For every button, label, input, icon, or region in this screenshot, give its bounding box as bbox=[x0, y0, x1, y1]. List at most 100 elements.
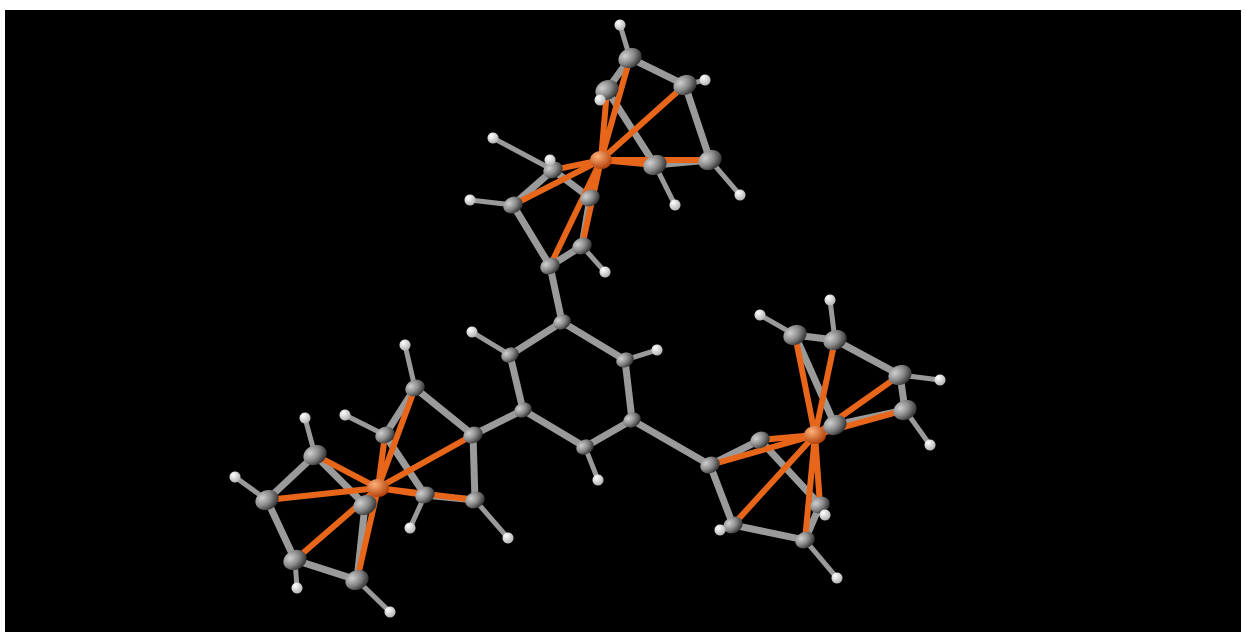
atom-hydrogen bbox=[714, 524, 726, 536]
atom-hydrogen bbox=[464, 194, 476, 206]
bond-iron bbox=[707, 432, 818, 468]
atom-carbon bbox=[255, 489, 279, 511]
bond-iron bbox=[730, 432, 818, 528]
atom-carbon bbox=[514, 402, 532, 418]
atom-hydrogen bbox=[466, 326, 478, 338]
atom-carbon bbox=[643, 154, 667, 176]
atom-carbon bbox=[723, 516, 743, 534]
bond bbox=[706, 461, 737, 529]
bond-iron bbox=[375, 385, 418, 491]
bond bbox=[729, 521, 809, 544]
bond-iron bbox=[792, 332, 818, 438]
atom-hydrogen bbox=[544, 154, 556, 166]
bond bbox=[263, 496, 299, 564]
atom-hydrogen bbox=[291, 582, 303, 594]
atom-hydrogen bbox=[487, 132, 499, 144]
atom-carbon bbox=[616, 352, 634, 368]
atom-carbon bbox=[698, 149, 722, 171]
atom-hydrogen bbox=[824, 294, 836, 306]
atom-hydrogen bbox=[599, 266, 611, 278]
atom-carbon bbox=[283, 549, 307, 571]
atom-layer bbox=[229, 19, 946, 618]
atom-carbon bbox=[750, 431, 770, 449]
atom-carbon bbox=[543, 161, 563, 179]
atom-carbon bbox=[795, 531, 815, 549]
atom-carbon bbox=[618, 47, 642, 69]
atom-carbon bbox=[463, 426, 483, 444]
atom-hydrogen bbox=[399, 339, 411, 351]
atom-hydrogen bbox=[299, 412, 311, 424]
bond bbox=[311, 451, 369, 509]
atom-hydrogen bbox=[734, 189, 746, 201]
atom-carbon bbox=[303, 444, 327, 466]
atom-hydrogen bbox=[614, 19, 626, 31]
atom-hydrogen bbox=[934, 374, 946, 386]
bond-iron bbox=[812, 432, 823, 508]
bond-hydrogen bbox=[472, 497, 511, 541]
atom-hydrogen bbox=[229, 471, 241, 483]
bond-iron bbox=[264, 485, 381, 503]
atom-carbon bbox=[623, 412, 641, 428]
atom-hydrogen bbox=[651, 344, 663, 356]
atom-iron bbox=[590, 151, 612, 169]
atom-carbon bbox=[810, 496, 830, 514]
bond-hydrogen bbox=[802, 537, 840, 581]
atom-carbon bbox=[353, 494, 377, 516]
atom-carbon bbox=[783, 324, 807, 346]
bond bbox=[546, 262, 566, 326]
bond-iron bbox=[547, 157, 604, 269]
atom-carbon bbox=[540, 257, 560, 275]
bond bbox=[558, 318, 629, 364]
bond bbox=[506, 318, 566, 359]
molecule-render bbox=[5, 10, 1241, 632]
atom-hydrogen bbox=[339, 409, 351, 421]
atom-hydrogen bbox=[699, 74, 711, 86]
bond-hydrogen bbox=[490, 135, 556, 173]
bond-iron bbox=[312, 452, 381, 491]
atom-hydrogen bbox=[384, 606, 396, 618]
bond bbox=[519, 406, 589, 451]
bond bbox=[581, 416, 636, 451]
atom-carbon bbox=[580, 189, 600, 207]
atom-hydrogen bbox=[594, 94, 606, 106]
bond bbox=[411, 384, 477, 439]
atom-carbon bbox=[405, 379, 425, 397]
bond-iron bbox=[510, 157, 604, 208]
bond bbox=[291, 556, 361, 584]
bond-iron bbox=[812, 337, 838, 438]
atom-carbon bbox=[345, 569, 369, 591]
bond bbox=[628, 416, 714, 469]
molecule-viewport bbox=[5, 10, 1241, 632]
bond bbox=[621, 356, 636, 424]
atom-iron bbox=[804, 426, 826, 444]
atom-carbon bbox=[823, 414, 847, 436]
atom-carbon bbox=[501, 347, 519, 363]
atom-carbon bbox=[823, 329, 847, 351]
atom-carbon bbox=[572, 237, 592, 255]
bond bbox=[469, 431, 479, 504]
bond bbox=[509, 201, 554, 270]
atom-carbon bbox=[576, 439, 594, 455]
atom-hydrogen bbox=[502, 532, 514, 544]
bond bbox=[831, 336, 904, 379]
atom-carbon bbox=[893, 399, 917, 421]
atom-carbon bbox=[503, 196, 523, 214]
atom-hydrogen bbox=[831, 572, 843, 584]
atom-hydrogen bbox=[819, 509, 831, 521]
scene-background bbox=[5, 10, 1241, 632]
bond-iron bbox=[598, 82, 688, 163]
bond-iron bbox=[375, 432, 476, 491]
atom-carbon bbox=[415, 486, 435, 504]
atom-iron bbox=[367, 479, 389, 497]
atom-hydrogen bbox=[404, 522, 416, 534]
atom-carbon bbox=[888, 364, 912, 386]
atom-carbon bbox=[700, 456, 720, 474]
bond bbox=[506, 351, 527, 414]
atom-hydrogen bbox=[669, 199, 681, 211]
atom-hydrogen bbox=[924, 439, 936, 451]
atom-carbon bbox=[673, 74, 697, 96]
bond-iron bbox=[598, 55, 633, 163]
atom-carbon bbox=[375, 426, 395, 444]
atom-carbon bbox=[465, 491, 485, 509]
atom-hydrogen bbox=[754, 309, 766, 321]
